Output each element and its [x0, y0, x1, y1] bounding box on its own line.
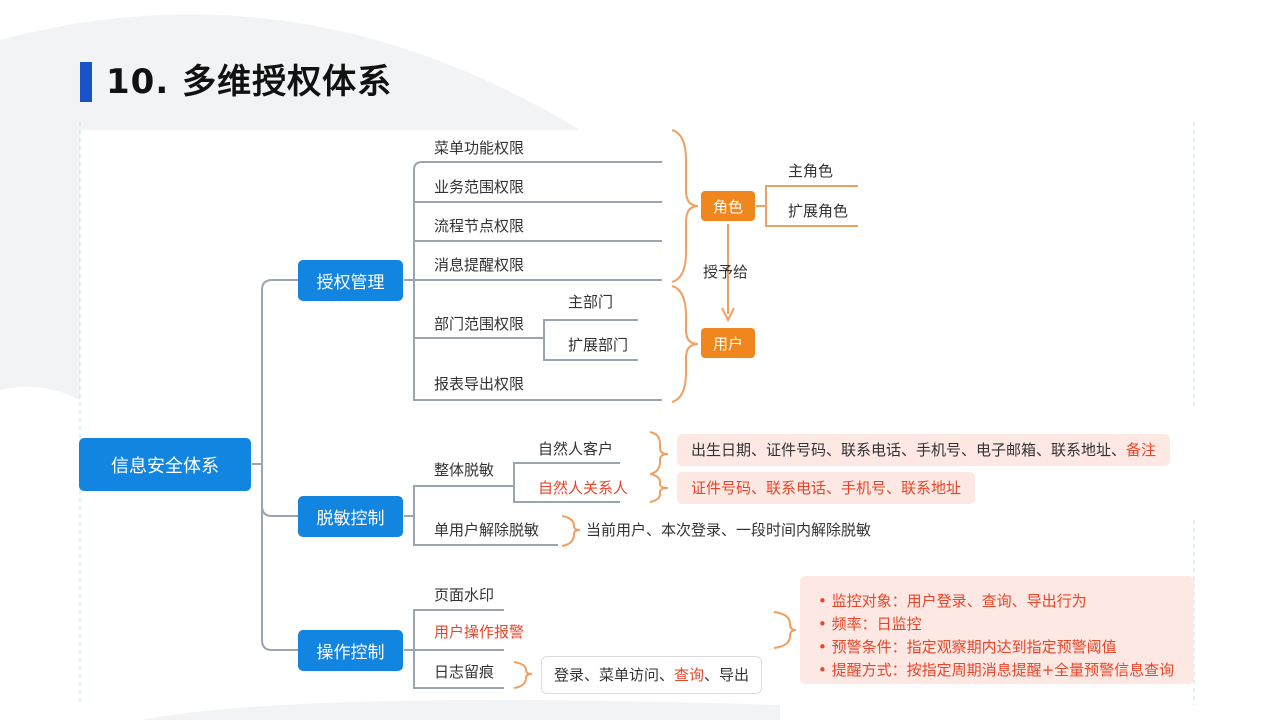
alarm-detail-3: • 预警条件：指定观察期内达到指定预警阈值 [818, 638, 1117, 656]
log-desc-b: 、导出 [704, 666, 750, 684]
dept-extended[interactable]: 扩展部门 [568, 336, 629, 354]
auth-item-process[interactable]: 流程节点权限 [434, 217, 525, 235]
alarm-details-box: • 监控对象：用户登录、查询、导出行为 • 频率：日监控 • 预警条件：指定观察… [800, 576, 1194, 684]
page-title: 10. 多维授权体系 [106, 62, 393, 102]
customer-fields-pill: 出生日期、证件号码、联系电话、手机号、电子邮箱、联系地址、备注 [677, 434, 1171, 466]
role-node[interactable]: 角色 [701, 191, 755, 221]
auth-item-menu[interactable]: 菜单功能权限 [434, 139, 525, 157]
customer-fields-text: 出生日期、证件号码、联系电话、手机号、电子邮箱、联系地址、 [691, 441, 1127, 459]
mask-natural-contact[interactable]: 自然人关系人 [538, 479, 629, 497]
user-node[interactable]: 用户 [701, 328, 755, 358]
mask-overall[interactable]: 整体脱敏 [434, 461, 495, 479]
single-user-desc: 当前用户、本次登录、一段时间内解除脱敏 [586, 521, 872, 539]
ops-log[interactable]: 日志留痕 [434, 663, 495, 681]
ops-watermark[interactable]: 页面水印 [434, 586, 495, 604]
role-extended[interactable]: 扩展角色 [788, 202, 849, 220]
dept-main[interactable]: 主部门 [568, 293, 614, 311]
auth-item-business[interactable]: 业务范围权限 [434, 178, 525, 196]
auth-item-dept[interactable]: 部门范围权限 [434, 315, 525, 333]
alarm-detail-1: • 监控对象：用户登录、查询、导出行为 [818, 592, 1087, 610]
auth-item-message[interactable]: 消息提醒权限 [434, 256, 525, 274]
title-accent-bar [80, 62, 92, 102]
ops-alarm[interactable]: 用户操作报警 [434, 623, 525, 641]
alarm-detail-4: • 提醒方式：按指定周期消息提醒+全量预警信息查询 [818, 661, 1175, 679]
mask-natural-customer[interactable]: 自然人客户 [538, 440, 614, 458]
log-desc-box: 登录、菜单访问、查询、导出 [541, 656, 763, 694]
log-desc-a: 登录、菜单访问、 [554, 666, 675, 684]
alarm-detail-2: • 频率：日监控 [818, 615, 922, 633]
branch-mask-node[interactable]: 脱敏控制 [298, 496, 403, 537]
branch-ops-node[interactable]: 操作控制 [298, 630, 403, 671]
contact-fields-pill: 证件号码、联系电话、手机号、联系地址 [677, 472, 976, 504]
customer-note-text: 备注 [1126, 441, 1157, 459]
auth-item-report[interactable]: 报表导出权限 [434, 375, 525, 393]
log-desc-query: 查询 [674, 666, 705, 684]
mask-single-user[interactable]: 单用户解除脱敏 [434, 521, 540, 539]
branch-auth-node[interactable]: 授权管理 [298, 260, 403, 301]
role-main[interactable]: 主角色 [788, 162, 834, 180]
root-node[interactable]: 信息安全体系 [79, 438, 251, 491]
grant-label: 授予给 [703, 263, 749, 281]
